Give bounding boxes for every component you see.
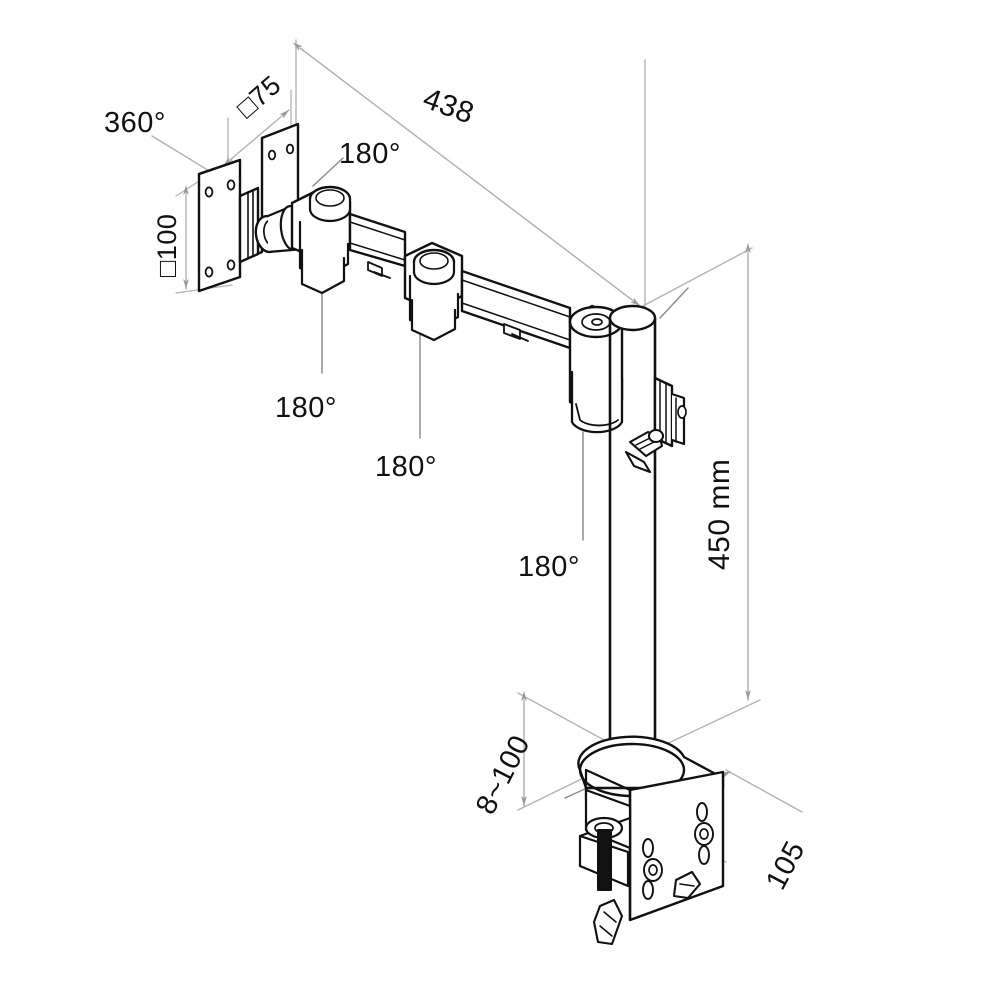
label-360-degrees: 360° (104, 107, 166, 139)
vesa-plate-rear (197, 158, 242, 293)
arm-joint-1 (290, 185, 352, 295)
leader-180-1 (312, 157, 344, 187)
label-vesa-100: □100 (152, 213, 182, 277)
desk-clamp (577, 735, 725, 946)
label-height-450: 450 mm (703, 458, 736, 570)
lower-arm-beam (460, 269, 572, 350)
upper-arm-beam (348, 212, 407, 279)
leader-pole-top (659, 287, 689, 319)
arm-joint-2 (403, 241, 464, 342)
label-180-joint-4: 180° (518, 551, 580, 583)
pole-lock-bracket (624, 376, 687, 474)
label-180-joint-1: 180° (339, 138, 401, 170)
label-180-joint-2: 180° (275, 392, 337, 424)
label-180-joint-3: 180° (375, 451, 437, 483)
